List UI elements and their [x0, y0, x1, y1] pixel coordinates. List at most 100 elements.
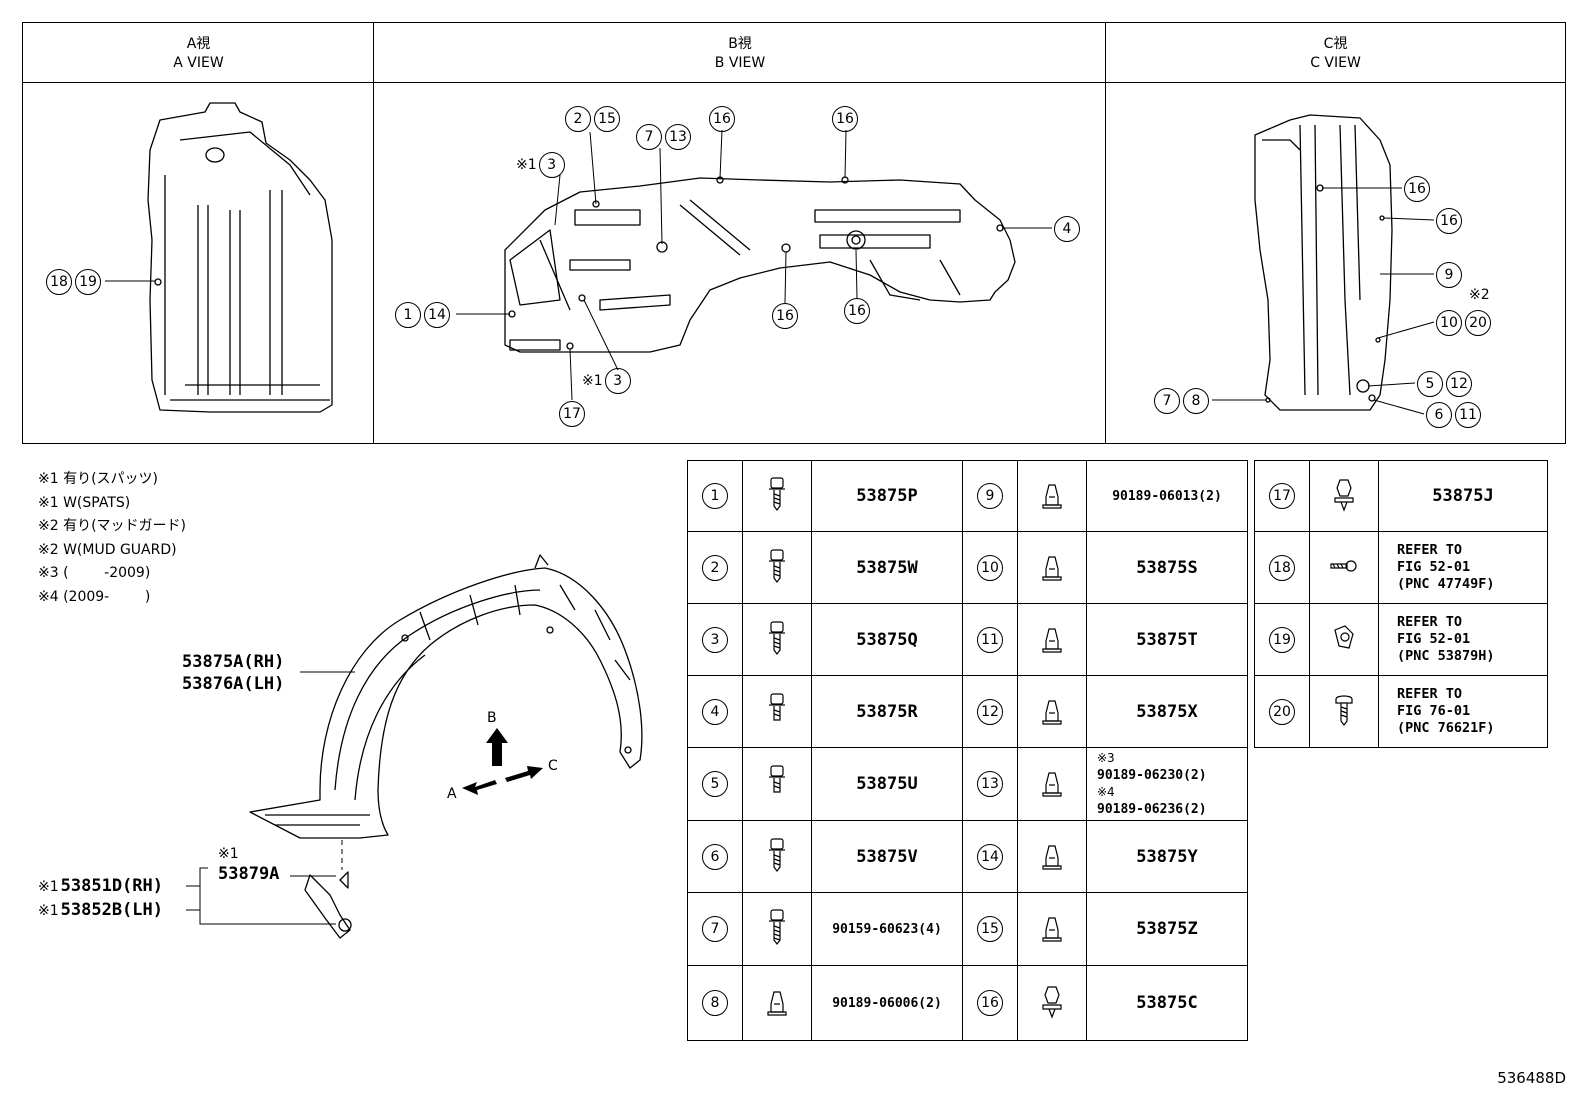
part-code: 53875P	[811, 460, 963, 532]
bolt-icon	[769, 837, 785, 872]
part-number: 9	[977, 483, 1003, 509]
arrow-c-icon	[505, 766, 543, 782]
part-number: 10	[977, 554, 1003, 581]
callout-c-9: 9	[1436, 262, 1462, 288]
part-code: 53875R	[811, 675, 963, 748]
part-number: 1	[702, 483, 728, 509]
ref-line: (PNC 76621F)	[1397, 720, 1495, 736]
part-code: 90189-06013(2)	[1086, 460, 1248, 532]
part-code: 53875C	[1086, 965, 1248, 1041]
arrow-label-a: A	[447, 786, 457, 802]
callout-14: 14	[424, 302, 450, 328]
part-code: 53875S	[1086, 531, 1248, 604]
part-number: 17	[1269, 483, 1295, 509]
nut-icon	[1042, 772, 1062, 797]
part-number: 15	[977, 916, 1003, 942]
note-line: ※1 W(SPATS)	[38, 494, 131, 511]
callout-b-16-top-right: 16	[832, 106, 858, 132]
callout-b-16-bottom-right: 16	[844, 298, 870, 324]
arrow-label-c: C	[548, 758, 558, 774]
callout-16: 16	[1404, 176, 1430, 202]
clip-icon	[1042, 986, 1062, 1019]
part-number: 18	[1269, 554, 1295, 581]
ref-line: (PNC 53879H)	[1397, 648, 1495, 664]
spats-rh-part: 53851D(RH)	[60, 876, 163, 896]
callout-5: 5	[1417, 371, 1443, 397]
view-a-header: A視 A VIEW	[23, 23, 374, 83]
part-number: 6	[702, 843, 728, 870]
callout-16: 16	[844, 298, 870, 324]
pin-icon	[1330, 559, 1357, 572]
part-number: 5	[702, 771, 728, 797]
ref-line: FIG 52-01	[1397, 631, 1471, 647]
nut-icon	[1042, 555, 1062, 581]
main-part-rh: 53875A(RH)	[182, 652, 285, 672]
notes-legend: ※1 有り(スパッツ) ※1 W(SPATS) ※2 有り(マッドガード) ※2…	[38, 468, 186, 609]
callout-2: 2	[565, 106, 591, 132]
callout-13: 13	[665, 124, 691, 150]
view-b-liner-drawing	[504, 176, 1016, 353]
view-c-title-jp: C視	[1323, 36, 1348, 52]
part-code: 53875V	[811, 820, 963, 893]
note-line: ※4 (2009- )	[38, 588, 151, 605]
bracket-icon	[1334, 624, 1354, 649]
ref-line: (PNC 47749F)	[1397, 576, 1495, 592]
nut-icon	[1042, 699, 1062, 725]
callout-4: 4	[1054, 216, 1080, 242]
table-row: 7 90159-60623(4) 15 53875Z	[687, 892, 1248, 966]
part-number: 19	[1269, 626, 1295, 653]
ref-line: REFER TO	[1397, 686, 1463, 702]
callout-8: 8	[1183, 388, 1209, 414]
screw-icon	[1335, 694, 1353, 726]
fender-leaders	[186, 671, 355, 925]
callout-20: 20	[1465, 310, 1491, 336]
nut-icon	[1042, 844, 1062, 870]
note-line: ※2 有り(マッドガード)	[38, 518, 187, 534]
parts-table-side: 17 53875J 18 REFER TO FIG 52-01 (PNC 477…	[1254, 460, 1548, 748]
part-code: 90159-60623(4)	[811, 892, 963, 966]
view-b-header: B視 B VIEW	[374, 23, 1106, 83]
callout-11: 11	[1455, 402, 1481, 428]
spats-note-marker: ※1	[218, 846, 239, 862]
callout-9: 9	[1436, 262, 1462, 288]
note-line: ※1 有り(スパッツ)	[38, 471, 159, 487]
callout-c-16-upper: 16	[1404, 176, 1430, 202]
callout-c-note2: ※2	[1469, 287, 1490, 303]
callout-16: 16	[772, 303, 798, 329]
view-c-header: C視 C VIEW	[1106, 23, 1565, 83]
callout-16: 16	[709, 106, 735, 132]
view-c-title-en: C VIEW	[1310, 55, 1361, 71]
table-row: 4 53875R 12 53875X	[687, 675, 1248, 748]
view-a-liner-drawing	[147, 102, 333, 413]
main-part-lh: 53876A(LH)	[182, 674, 285, 694]
arrow-label-b: B	[487, 710, 497, 726]
diagram-code: 536488D	[1497, 1069, 1566, 1087]
callout-16: 16	[1436, 208, 1462, 234]
part-number: 20	[1269, 698, 1295, 725]
note-line: ※2 W(MUD GUARD)	[38, 541, 177, 558]
table-row: 6 53875V 14 53875Y	[687, 820, 1248, 893]
view-divider	[1105, 23, 1106, 443]
view-a-title-jp: A視	[186, 36, 211, 52]
callout-b-4: 4	[1054, 216, 1080, 242]
part-number: 12	[977, 698, 1003, 725]
part-code: 53875Z	[1086, 892, 1248, 966]
part-reference: REFER TO FIG 52-01 (PNC 47749F)	[1378, 531, 1548, 604]
nut-icon	[1042, 917, 1062, 942]
nut-icon	[1042, 627, 1062, 653]
table-row: 5 53875U 13 ※3 90189-06230(2) ※4 90189-0…	[687, 747, 1248, 821]
arrow-a-icon	[462, 780, 497, 795]
bolt-icon	[769, 477, 785, 511]
callout-10: 10	[1436, 310, 1462, 336]
table-row: 17 53875J	[1254, 460, 1548, 532]
fender-liner-drawing	[249, 554, 643, 939]
